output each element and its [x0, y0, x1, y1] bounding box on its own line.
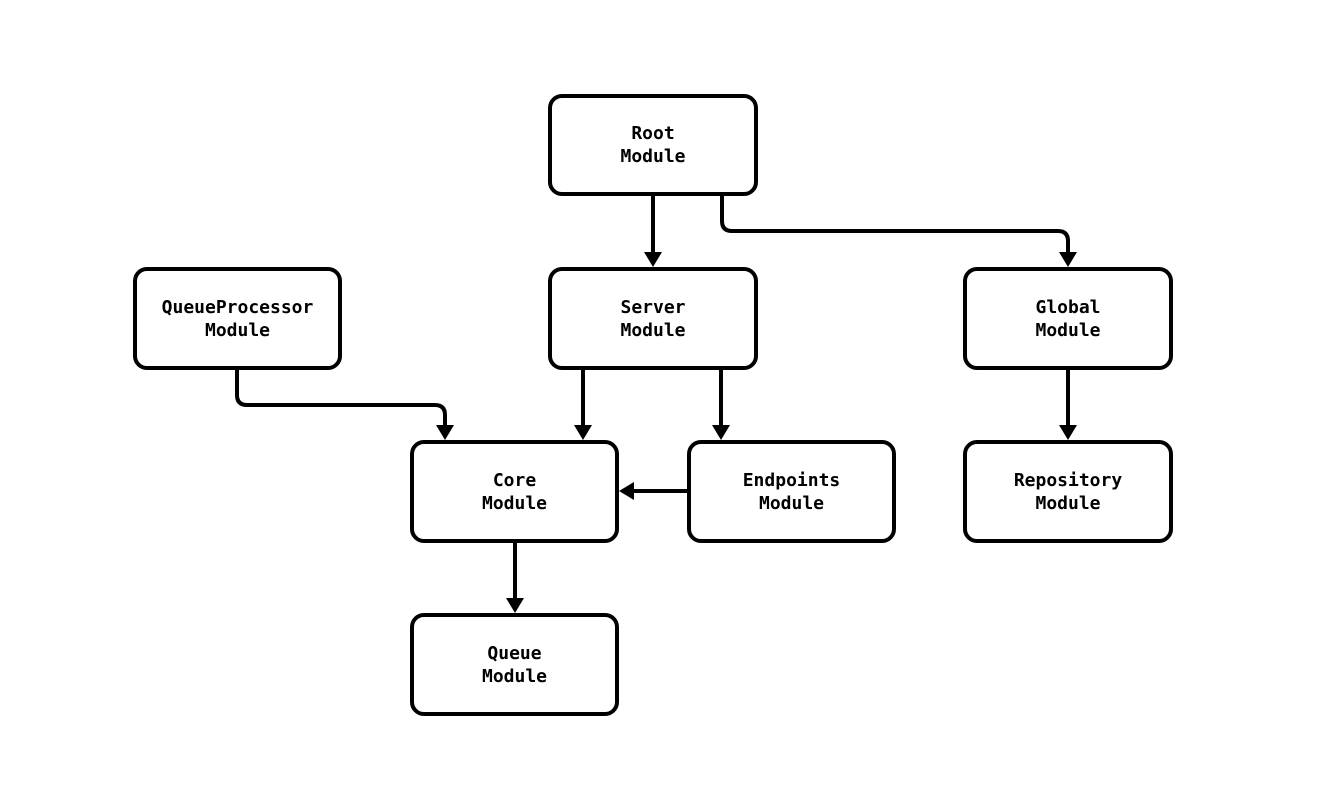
node-label-primary: QueueProcessor	[161, 296, 314, 318]
edge-global-to-repository	[1059, 370, 1077, 440]
node-label-secondary: Module	[758, 492, 825, 514]
node-label-primary: Server	[620, 296, 686, 318]
arrowhead	[712, 425, 730, 440]
edge-server-to-endpoints	[712, 370, 730, 440]
node-label-primary: Queue	[487, 642, 542, 664]
edge-root-to-server	[644, 196, 662, 267]
arrowhead	[1059, 252, 1077, 267]
edge-queueprocessor-to-core	[235, 370, 454, 440]
arrowhead	[506, 598, 524, 613]
node-label-secondary: Module	[1035, 319, 1101, 341]
node-label-primary: Root	[631, 123, 675, 144]
arrowhead	[1059, 425, 1077, 440]
edge-root-to-global	[720, 196, 1077, 267]
node-label-secondary: Module	[620, 319, 686, 341]
edge-server-to-core	[574, 370, 592, 440]
node-label-secondary: Module	[481, 492, 548, 514]
arrowhead	[644, 252, 662, 267]
arrowhead	[574, 425, 592, 440]
node-label-secondary: Module	[620, 146, 686, 167]
node-label-primary: Core	[492, 469, 537, 491]
edge-core-to-queue	[506, 543, 524, 613]
node-label-primary: Global	[1035, 296, 1101, 318]
node-label-primary: Endpoints	[742, 469, 841, 491]
node-label-primary: Repository	[1013, 469, 1123, 491]
arrowhead	[436, 425, 454, 440]
arrowhead	[619, 482, 634, 500]
node-label-secondary: Module	[481, 665, 548, 687]
node-label-secondary: Module	[204, 319, 271, 341]
node-label-secondary: Module	[1035, 492, 1101, 514]
edge-endpoints-to-core	[619, 482, 687, 500]
